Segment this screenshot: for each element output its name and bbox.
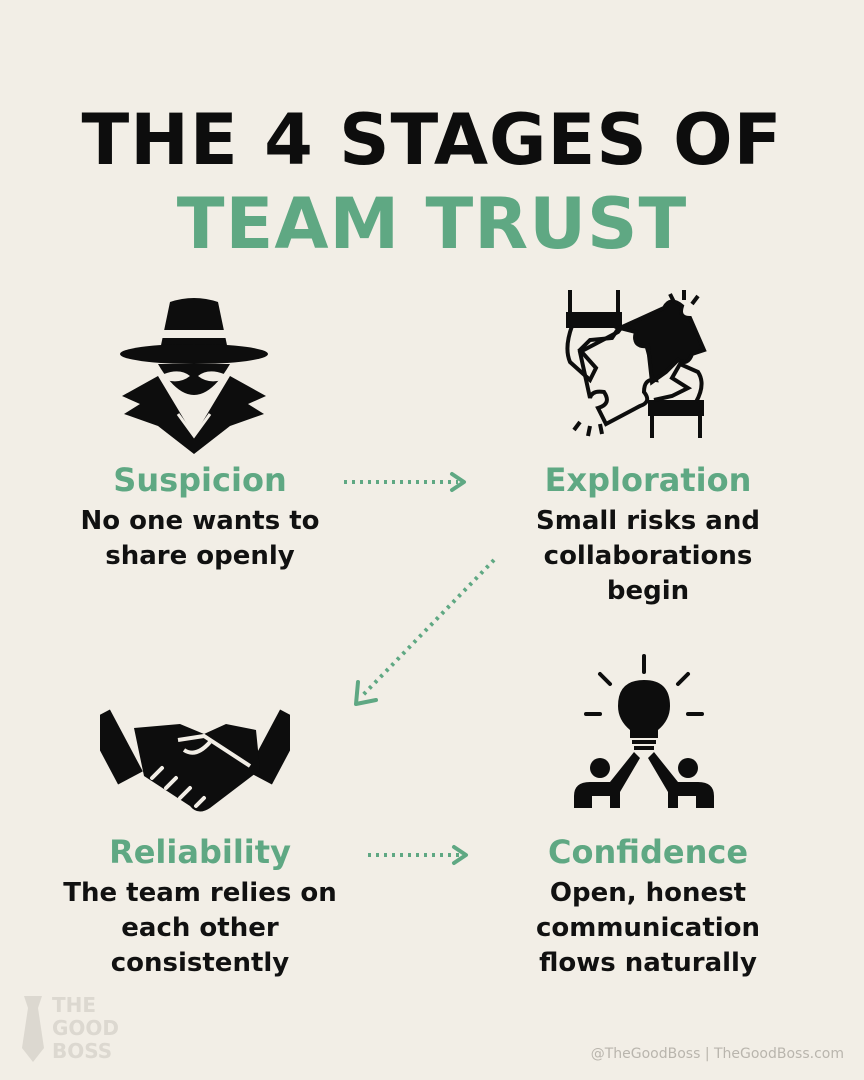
idea-team-icon: [574, 654, 714, 808]
stage-reliability: Reliability The team relies on each othe…: [20, 832, 380, 981]
tie-icon: [22, 996, 44, 1062]
stage-description: Open, honest communication flows natural…: [535, 878, 761, 978]
stage-description: No one wants to share openly: [80, 506, 320, 571]
logo-word-1: THE: [52, 993, 97, 1017]
the-good-boss-logo: THE GOOD BOSS: [12, 992, 132, 1064]
stage-name: Exploration: [544, 461, 752, 499]
stage-suspicion: Suspicion No one wants to share openly: [20, 460, 380, 574]
stage-name: Suspicion: [113, 461, 287, 499]
puzzle-hands-icon: [565, 290, 707, 438]
spy-icon: [120, 298, 268, 454]
footer-credit: @TheGoodBoss | TheGoodBoss.com: [590, 1046, 844, 1062]
stage-description: The team relies on each other consistent…: [63, 878, 337, 978]
logo-word-2: GOOD: [52, 1016, 120, 1040]
stage-exploration: Exploration Small risks and collaboratio…: [468, 460, 828, 609]
title-line-2: TEAM TRUST: [176, 183, 688, 265]
stage-confidence: Confidence Open, honest communication fl…: [468, 832, 828, 981]
handshake-icon: [100, 709, 290, 812]
stage-description: Small risks and collaborations begin: [536, 506, 760, 606]
stage-name: Confidence: [547, 833, 749, 871]
stage-name: Reliability: [109, 833, 291, 871]
arrow-suspicion-to-exploration: [344, 472, 466, 492]
arrow-exploration-to-reliability: [354, 558, 496, 706]
arrow-reliability-to-confidence: [368, 845, 468, 865]
title-line-1: THE 4 STAGES OF: [81, 99, 783, 181]
logo-word-3: BOSS: [52, 1039, 113, 1063]
